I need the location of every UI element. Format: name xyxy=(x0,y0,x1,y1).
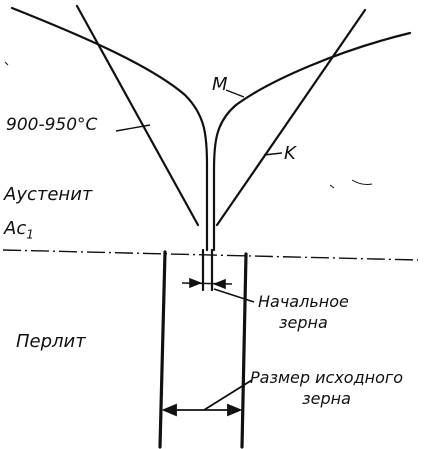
scan-mark-1 xyxy=(351,179,373,185)
temperature-leader xyxy=(115,124,151,132)
ac1-label-main: Ac xyxy=(4,218,27,239)
initial-grain-arrowhead-right xyxy=(212,278,226,290)
initial-grain-arrowhead-left xyxy=(189,277,203,289)
initial-grain-leader xyxy=(213,288,255,303)
ac1-boundary-line xyxy=(2,249,419,261)
original-grain-size-label: Размер исходного зерна xyxy=(250,367,403,409)
initial-grain-label: Начальное зерна xyxy=(258,291,349,333)
scan-mark-3 xyxy=(4,61,9,66)
scan-mark-2 xyxy=(329,184,335,189)
ac1-label-sub: 1 xyxy=(26,227,34,242)
curve-k-left xyxy=(75,4,200,227)
ac1-label: Ac1 xyxy=(4,220,34,241)
temperature-label: 900-950°C xyxy=(6,115,98,135)
curve-k-right xyxy=(215,8,367,227)
curve-k-label: K xyxy=(284,143,296,164)
pearlite-label: Перлит xyxy=(16,331,86,352)
initial-grain-label-line1: Начальное xyxy=(258,292,349,311)
austenite-label: Аустенит xyxy=(4,184,93,205)
original-grain-left-wall xyxy=(158,250,167,449)
curve-k-leader xyxy=(263,152,283,156)
curve-m-right xyxy=(212,31,412,252)
original-grain-size-label-line2: зерна xyxy=(302,389,351,408)
curve-m-left xyxy=(10,6,209,252)
curve-m-leader xyxy=(225,89,245,98)
original-grain-size-label-line1: Размер исходного xyxy=(250,368,404,387)
initial-grain-label-line2: зерна xyxy=(279,313,328,332)
original-grain-arrowhead-right xyxy=(227,403,243,417)
original-grain-arrowhead-left xyxy=(161,403,177,417)
original-grain-leader xyxy=(203,379,253,411)
original-grain-right-wall xyxy=(240,252,248,449)
curve-m-label: M xyxy=(212,74,228,95)
